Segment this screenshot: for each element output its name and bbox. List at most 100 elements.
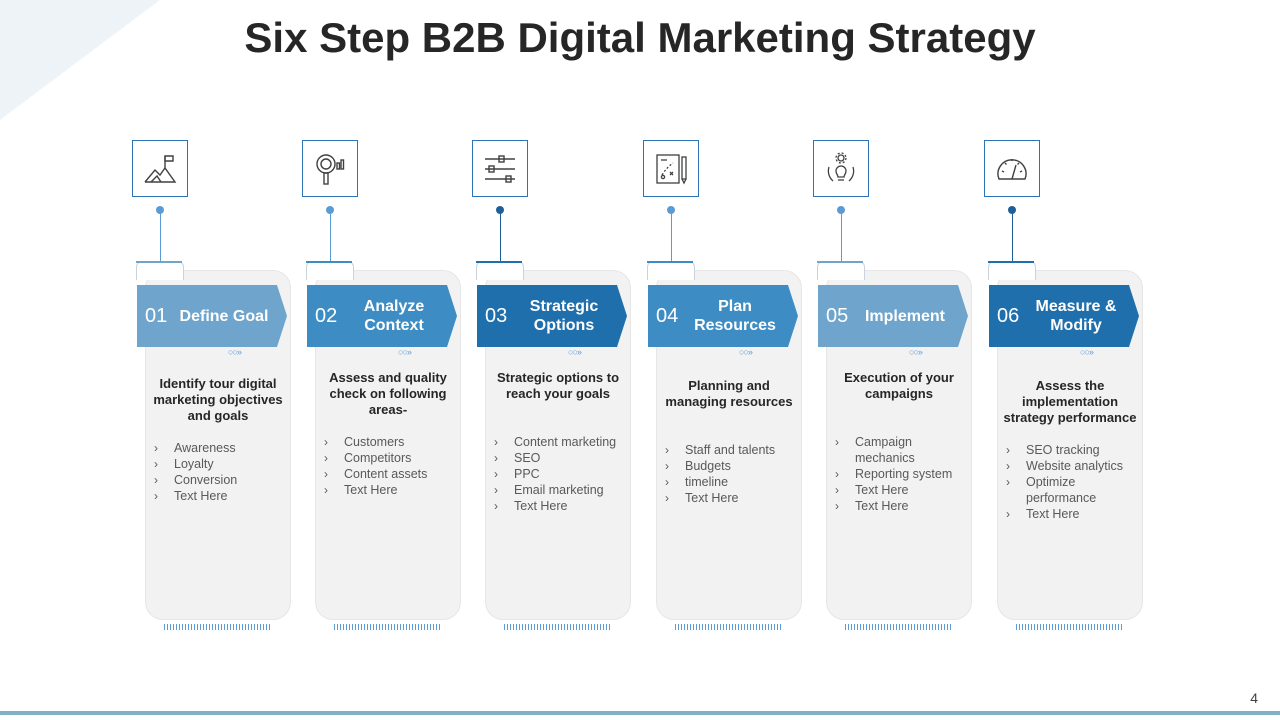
list-item-label: Website analytics [1026, 459, 1124, 473]
step-number: 05 [826, 305, 849, 327]
magnifier-chart-icon [302, 140, 358, 197]
chevrons-decoration: ○○» [398, 347, 412, 357]
mountain-flag-icon [132, 140, 188, 197]
connector-dot [1008, 206, 1016, 214]
step-bullet-list: ›SEO tracking›Website analytics›Optimize… [1006, 442, 1146, 522]
list-item: › SEO [494, 450, 634, 466]
list-item-label: Budgets [685, 459, 731, 473]
page-number: 4 [1250, 690, 1258, 706]
list-item: ›Competitors [324, 450, 464, 466]
list-item-label: SEO tracking [1026, 443, 1100, 457]
list-item: ›Campaign mechanics [835, 434, 975, 466]
connector-line [670, 214, 672, 262]
step-description: Identify tour digital marketing objectiv… [153, 376, 283, 423]
card-tab-accent [647, 261, 693, 263]
list-item-label: Customers [344, 435, 405, 449]
connector-dot [156, 206, 164, 214]
tick-decoration [334, 624, 442, 630]
tick-decoration [845, 624, 953, 630]
chevron-right-icon: › [665, 491, 669, 505]
card-tab-accent [476, 261, 522, 263]
card-tab-accent [306, 261, 352, 263]
step-description: Assess and quality check on following ar… [329, 370, 447, 417]
card-tab-accent [988, 261, 1034, 263]
tick-decoration [675, 624, 783, 630]
sliders-icon [472, 140, 528, 197]
step-number: 01 [145, 305, 168, 327]
chevron-right-icon: › [154, 473, 158, 487]
list-item-label: Content assets [344, 467, 428, 481]
step-06: 06 Measure & Modify ○○» Assess the imple… [960, 140, 1143, 630]
step-banner: 04 Plan Resources [648, 285, 798, 347]
list-item-label: Text Here [344, 483, 398, 497]
step-banner: 05 Implement [818, 285, 968, 347]
list-item-label: Loyalty [174, 457, 214, 471]
step-title: Implement [864, 307, 945, 325]
step-title: Measure & Modify [1035, 298, 1117, 334]
list-item: ›Text Here [154, 488, 294, 504]
chevron-right-icon: › [494, 499, 498, 513]
gauge-icon [984, 140, 1040, 197]
chevron-right-icon: › [494, 451, 498, 465]
card-tab [647, 261, 695, 280]
connector-dot [667, 206, 675, 214]
list-item: › Loyalty [154, 456, 294, 472]
list-item-label: Content marketing [514, 435, 617, 449]
bottom-bar [0, 711, 1280, 715]
list-item: › Staff and talents [665, 442, 805, 458]
list-item-label: timeline [685, 475, 729, 489]
step-03: 03 Strategic Options ○○» Strategic optio… [448, 140, 631, 630]
chevron-right-icon: › [1006, 475, 1010, 489]
list-item: ›Budgets [665, 458, 805, 474]
step-banner: 03 Strategic Options [477, 285, 627, 347]
plan-document-icon [643, 140, 699, 197]
step-title: Analyze Context [363, 298, 425, 334]
step-number: 04 [656, 305, 679, 327]
step-title: Plan Resources [694, 298, 776, 334]
list-item: › Conversion [154, 472, 294, 488]
step-banner: 01 Define Goal [137, 285, 287, 347]
card-tab-accent [817, 261, 863, 263]
list-item-label: SEO [514, 451, 541, 465]
card-tab [817, 261, 865, 280]
step-description: Assess the implementation strategy perfo… [1003, 378, 1137, 425]
chevron-right-icon: › [835, 483, 839, 497]
connector-line [499, 214, 501, 262]
list-item: ›PPC [494, 466, 634, 482]
corner-decoration [0, 0, 160, 120]
chevron-right-icon: › [1006, 507, 1010, 521]
chevron-right-icon: › [324, 483, 328, 497]
list-item-label: Text Here [685, 491, 739, 505]
step-bullet-list: ›Campaign mechanics›Reporting system›Tex… [835, 434, 975, 514]
chevron-right-icon: › [835, 467, 839, 481]
chevron-right-icon: › [665, 443, 669, 457]
list-item-label: Text Here [514, 499, 568, 513]
chevron-right-icon: › [494, 483, 498, 497]
step-04: 04 Plan Resources ○○» Planning and manag… [619, 140, 802, 630]
step-bullet-list: › Customers›Competitors›Content assets› Te… [324, 434, 464, 498]
connector-line [329, 214, 331, 262]
list-item-label: PPC [514, 467, 540, 481]
step-title: Strategic Options [529, 298, 599, 334]
chevrons-decoration: ○○» [1080, 347, 1094, 357]
card-tab [476, 261, 524, 280]
chevrons-decoration: ○○» [568, 347, 582, 357]
card-tab [306, 261, 354, 280]
list-item: ›timeline [665, 474, 805, 490]
chevron-right-icon: › [154, 489, 158, 503]
list-item: ›Content assets [324, 466, 464, 482]
step-05: 05 Implement ○○» Execution of your campa… [789, 140, 972, 630]
list-item-label: Conversion [174, 473, 238, 487]
connector-line [159, 214, 161, 262]
chevron-right-icon: › [154, 457, 158, 471]
chevron-right-icon: › [154, 441, 158, 455]
card-tab-accent [136, 261, 182, 263]
step-number: 06 [997, 305, 1020, 327]
list-item-label: Staff and talents [685, 443, 776, 457]
step-description: Planning and managing resources [665, 378, 793, 409]
list-item: › Text Here [324, 482, 464, 498]
connector-dot [326, 206, 334, 214]
chevron-right-icon: › [1006, 459, 1010, 473]
step-description: Strategic options to reach your goals [496, 370, 620, 401]
